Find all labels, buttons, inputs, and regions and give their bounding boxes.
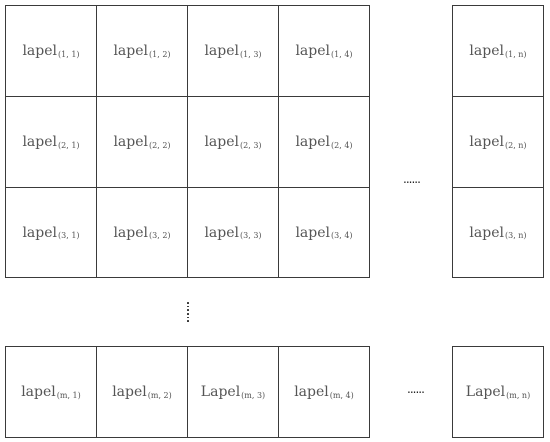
cell-subscript: (m, 4) bbox=[329, 390, 354, 400]
cell-label: lapel bbox=[295, 134, 331, 150]
cell-subscript: (2, 2) bbox=[149, 140, 171, 150]
cell-subscript: (m, n) bbox=[506, 390, 531, 400]
cell-label: lapel bbox=[469, 43, 504, 59]
ellipsis-dot bbox=[187, 309, 189, 311]
cell-label: lapel bbox=[22, 43, 58, 59]
cell-subscript: (3, 4) bbox=[331, 231, 353, 240]
cell-label: lapel bbox=[469, 134, 504, 150]
cell-subscript: (3, n) bbox=[504, 231, 527, 240]
cell-label: lapel bbox=[295, 43, 331, 59]
grid-cell-2-1: lapel(2, 1) bbox=[5, 96, 97, 188]
grid-cell-3-1: lapel(3, 1) bbox=[5, 187, 97, 278]
vertical-ellipsis bbox=[186, 302, 190, 322]
cell-label: lapel bbox=[204, 134, 240, 150]
ellipsis-dot bbox=[187, 305, 189, 308]
grid-cell-1-1: lapel(1, 1) bbox=[5, 5, 97, 97]
cell-label: lapel bbox=[21, 384, 56, 400]
cell-subscript: (3, 2) bbox=[149, 231, 171, 240]
grid-cell-2-3: lapel(2, 3) bbox=[187, 96, 279, 188]
grid-cell-2-4: lapel(2, 4) bbox=[278, 96, 370, 188]
cell-subscript: (m, 1) bbox=[56, 390, 81, 400]
grid-cell-m-1: lapel(m, 1) bbox=[5, 346, 97, 438]
grid-cell-m-3: Lapel(m, 3) bbox=[187, 346, 279, 438]
grid-cell-2-n: lapel(2, n) bbox=[452, 96, 544, 188]
ellipsis-dot bbox=[187, 316, 189, 319]
grid-cell-3-3: lapel(3, 3) bbox=[187, 187, 279, 278]
cell-subscript: (1, 4) bbox=[331, 49, 353, 59]
grid-cell-1-4: lapel(1, 4) bbox=[278, 5, 370, 97]
grid-cell-3-2: lapel(3, 2) bbox=[96, 187, 188, 278]
ellipsis-dot bbox=[187, 313, 189, 315]
cell-label: lapel bbox=[204, 224, 240, 241]
grid-cell-3-n: lapel(3, n) bbox=[452, 187, 544, 278]
cell-label: lapel bbox=[113, 43, 149, 59]
grid-cell-3-4: lapel(3, 4) bbox=[278, 187, 370, 278]
grid-cell-1-n: lapel(1, n) bbox=[452, 5, 544, 97]
grid-cell-m-n: Lapel(m, n) bbox=[452, 346, 544, 438]
grid-cell-1-3: lapel(1, 3) bbox=[187, 5, 279, 97]
ellipsis-dot bbox=[187, 302, 189, 304]
cell-label: lapel bbox=[294, 384, 329, 400]
cell-label: lapel bbox=[112, 384, 147, 400]
cell-label: lapel bbox=[113, 134, 149, 150]
cell-label: lapel bbox=[204, 43, 240, 59]
cell-subscript: (2, 1) bbox=[58, 140, 80, 150]
cell-label: lapel bbox=[113, 224, 149, 241]
cell-subscript: (1, 2) bbox=[149, 49, 171, 59]
cell-label: lapel bbox=[22, 224, 58, 241]
cell-label: lapel bbox=[22, 134, 58, 150]
grid-cell-2-2: lapel(2, 2) bbox=[96, 96, 188, 188]
cell-subscript: (2, 3) bbox=[240, 140, 262, 150]
cell-label: lapel bbox=[469, 224, 504, 241]
cell-subscript: (3, 1) bbox=[58, 231, 80, 240]
cell-subscript: (2, n) bbox=[504, 140, 527, 150]
ellipsis-dot bbox=[187, 320, 189, 322]
horizontal-ellipsis-bottom: ...... bbox=[407, 382, 425, 396]
cell-subscript: (1, 1) bbox=[58, 49, 80, 59]
cell-subscript: (2, 4) bbox=[331, 140, 353, 150]
cell-subscript: (1, n) bbox=[504, 49, 527, 59]
cell-label: Lapel bbox=[465, 384, 506, 400]
grid-cell-1-2: lapel(1, 2) bbox=[96, 5, 188, 97]
grid-cell-m-4: lapel(m, 4) bbox=[278, 346, 370, 438]
cell-subscript: (m, 3) bbox=[241, 390, 266, 400]
cell-subscript: (3, 3) bbox=[240, 231, 262, 240]
cell-label: Lapel bbox=[200, 384, 241, 400]
horizontal-ellipsis-middle: ...... bbox=[403, 172, 421, 186]
cell-label: lapel bbox=[295, 224, 331, 241]
cell-subscript: (1, 3) bbox=[240, 49, 262, 59]
grid-cell-m-2: lapel(m, 2) bbox=[96, 346, 188, 438]
cell-subscript: (m, 2) bbox=[147, 390, 172, 400]
